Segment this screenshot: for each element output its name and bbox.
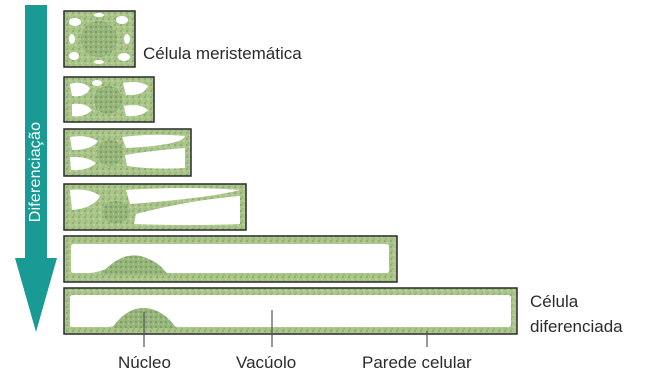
cell-stage-1 [63, 10, 136, 68]
nucleus [97, 140, 123, 166]
vacuole [126, 188, 240, 204]
vacuole [72, 103, 92, 117]
vacuole [122, 134, 185, 148]
cell-wall-label: Parede celular [362, 353, 472, 372]
vacuole [70, 156, 96, 171]
vacuole [124, 34, 130, 44]
nucleus [94, 86, 122, 114]
vacuole [116, 16, 128, 24]
nucleus [102, 201, 130, 223]
vacuole [124, 105, 148, 117]
vacuole [92, 80, 102, 86]
differentiation-arrow [15, 5, 57, 332]
vacuole [70, 136, 98, 150]
cell-stage-5 [63, 235, 398, 283]
differentiated-cell-label-line1: Célula [530, 292, 579, 311]
cell-stage-3 [63, 128, 192, 177]
vacuole [134, 196, 240, 225]
vacuole [118, 53, 130, 61]
nucleus [81, 21, 117, 57]
vacuole-label: Vacúolo [236, 353, 297, 372]
differentiation-label: Diferenciação [27, 121, 44, 223]
nucleus [100, 255, 168, 275]
vacuole [125, 148, 185, 169]
vacuole [69, 34, 75, 44]
cell-stage-6 [63, 287, 518, 335]
vacuole [94, 13, 104, 17]
vacuole [70, 189, 100, 210]
arrow-shaft [15, 5, 57, 332]
vacuole [94, 60, 104, 64]
vacuole [69, 52, 79, 60]
cell-stage-4 [63, 183, 247, 231]
cell-stage-2 [63, 76, 155, 123]
vacuole [123, 82, 148, 96]
central-vacuole [70, 295, 511, 327]
vacuole [70, 82, 90, 97]
differentiated-cell-label-line2: diferenciada [530, 317, 623, 336]
vacuole [69, 18, 81, 26]
nucleus-label: Núcleo [118, 353, 171, 372]
meristematic-cell-label: Célula meristemática [143, 44, 302, 63]
